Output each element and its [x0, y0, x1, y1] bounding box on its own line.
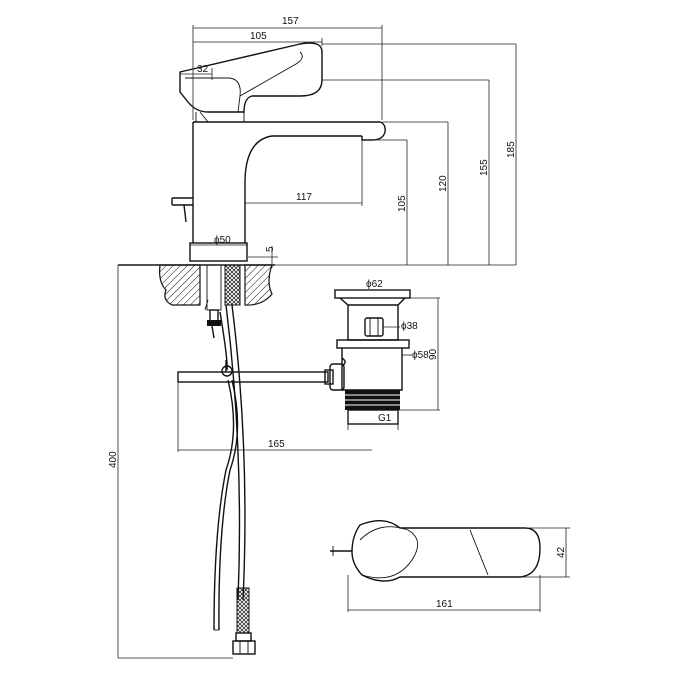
dim-base-thickness: 5 — [265, 246, 276, 252]
waste-assembly — [324, 289, 411, 425]
popup-knob — [171, 197, 193, 223]
dim-top-view-width: 42 — [556, 546, 567, 558]
lever-top-view — [330, 520, 541, 582]
dim-base-diameter: ϕ50 — [214, 235, 231, 246]
dim-waste-flange: ϕ62 — [366, 279, 383, 290]
dim-top-view-length: 161 — [436, 599, 453, 610]
dim-popup-rod-length: 165 — [268, 439, 285, 450]
dim-lever-offset: 32 — [197, 64, 209, 75]
dim-lever-length: 105 — [250, 31, 267, 42]
dim-spout-reach: 117 — [296, 192, 312, 203]
popup-rod — [177, 360, 329, 383]
flexible-hose — [213, 304, 256, 655]
dimension-labels: 157 105 32 117 ϕ50 5 185 155 120 105 400… — [108, 16, 567, 610]
dim-spout-outlet-height: 105 — [397, 195, 408, 212]
dimension-lines — [117, 25, 570, 659]
dim-waste-height: 90 — [428, 348, 439, 360]
dim-spout-top-height: 120 — [438, 175, 449, 192]
faucet-body — [192, 122, 362, 243]
dim-waste-body: ϕ58 — [412, 350, 429, 361]
faucet-spout — [193, 121, 386, 141]
dim-overall-height: 185 — [506, 141, 517, 158]
faucet-side-view — [171, 42, 386, 266]
faucet-base — [189, 242, 248, 262]
faucet-lever — [179, 42, 323, 113]
dim-waste-thread: G1 — [378, 413, 392, 424]
dim-hose-length: 400 — [108, 451, 119, 468]
dim-lever-height: 155 — [479, 159, 490, 176]
dim-overall-width: 157 — [282, 16, 299, 27]
countertop-section — [118, 264, 275, 339]
dim-waste-plug: ϕ38 — [401, 321, 418, 332]
